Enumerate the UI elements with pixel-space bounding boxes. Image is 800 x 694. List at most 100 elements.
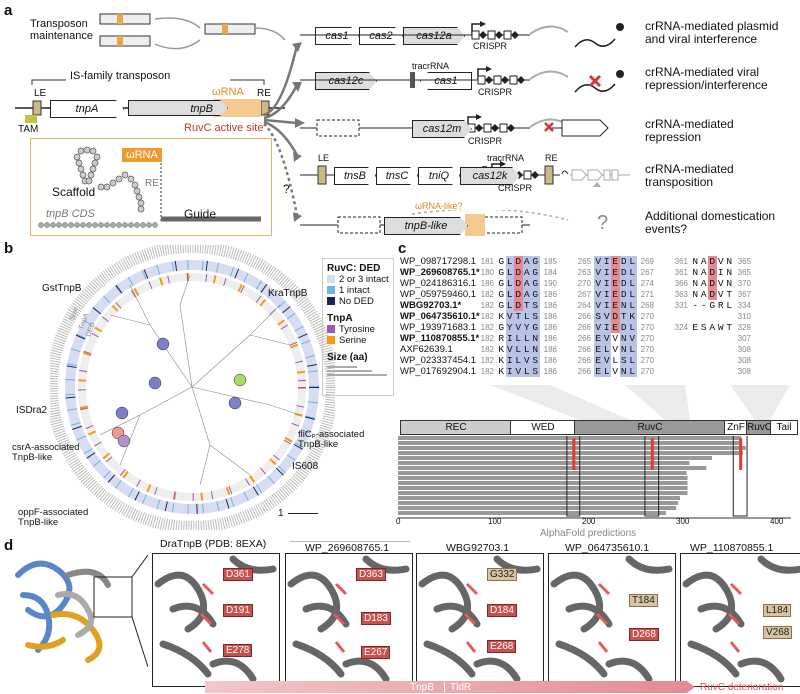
- label-isdra2: ISDra2: [16, 405, 48, 416]
- residue: I: [602, 289, 611, 300]
- gene-tniQ: tniQ: [418, 167, 460, 185]
- alignment-position: 270: [640, 334, 654, 343]
- residue: N: [692, 267, 699, 278]
- residue: L: [726, 300, 733, 311]
- alignment-position: 270: [640, 323, 654, 332]
- alignment-position: 365: [737, 268, 751, 277]
- residue: N: [619, 366, 628, 377]
- alignment-position: 186: [543, 367, 557, 376]
- alphafold-bar: [398, 456, 712, 460]
- residue: K: [628, 311, 637, 322]
- residue: L: [612, 355, 619, 366]
- le-label: LE: [34, 88, 47, 99]
- residue: N: [531, 344, 540, 355]
- legend-size-bar2: [327, 370, 372, 372]
- alignment-row-id: WP_059759460.1: [400, 289, 477, 300]
- residue-label: L184: [763, 604, 792, 617]
- row1-locus: [300, 21, 569, 40]
- branch-arrows: [263, 42, 305, 222]
- residue: D: [611, 311, 620, 322]
- alignment-position: 186: [543, 345, 557, 354]
- residue: T: [726, 289, 733, 300]
- residue: E: [692, 322, 699, 333]
- tick-300: 300: [676, 517, 690, 526]
- residue: G: [531, 267, 540, 278]
- residue: V: [514, 322, 523, 333]
- outcome-row2: crRNA-mediated viral repression/interfer…: [645, 65, 768, 93]
- legend-swatch-serine: [327, 336, 335, 345]
- residue: E: [611, 267, 620, 278]
- legend-swatch-none: [327, 297, 335, 306]
- maintenance-diagram: [99, 13, 286, 50]
- tick-400: 400: [770, 517, 784, 526]
- alphafold-xlabel: AlphaFold predictions: [540, 528, 637, 539]
- residue: V: [594, 267, 603, 278]
- domain-ruvc: RuvC: [574, 420, 726, 435]
- gene-cas1-row2: cas1: [420, 72, 472, 90]
- alignment-position: 268: [640, 301, 654, 310]
- alignment-position: 270: [640, 345, 654, 354]
- residue: N: [692, 256, 699, 267]
- alignment-position: 190: [543, 279, 557, 288]
- is-family-bracket: [31, 79, 265, 85]
- domain-ruvc2: RuvC: [746, 420, 773, 435]
- alignment-position: 308: [737, 356, 751, 365]
- alignment-position: 264: [577, 301, 591, 310]
- arrow-label-tnpb: TnpB: [410, 682, 434, 693]
- legend-ruvc-one: 1 intact: [339, 285, 370, 296]
- residue: E: [611, 322, 620, 333]
- alignment-position: 180: [480, 268, 494, 277]
- residue-label: D184: [487, 604, 517, 617]
- residue: V: [505, 344, 514, 355]
- gene-cas12k: cas12k: [460, 167, 520, 185]
- alignment-position: 307: [737, 334, 751, 343]
- alignment-position: 182: [480, 290, 494, 299]
- residue: R: [498, 333, 505, 344]
- alignment-position: 186: [543, 301, 557, 310]
- gene-cas12c: cas12c: [315, 72, 377, 90]
- residue: N: [619, 344, 628, 355]
- alignment-position: 266: [577, 334, 591, 343]
- residue: L: [505, 267, 514, 278]
- residue: T: [726, 322, 733, 333]
- inset-omega-rna: ωRNA: [122, 148, 162, 163]
- alignment-position: 361: [674, 257, 688, 266]
- residue: A: [522, 256, 531, 267]
- alignment-position: 181: [480, 257, 494, 266]
- alignment-row-id: WP_017692904.1: [400, 366, 477, 377]
- tracr-row2: tracrRNA: [412, 61, 450, 71]
- domain-tail: Tail: [770, 420, 798, 435]
- tnpb-cds-label: tnpB CDS: [46, 208, 95, 220]
- residue: A: [700, 278, 707, 289]
- residue: N: [692, 278, 699, 289]
- alignment-position: 361: [674, 268, 688, 277]
- legend-tnpa-title: TnpA: [327, 313, 353, 324]
- alignment-position: 184: [543, 268, 557, 277]
- alignment-position: 267: [640, 268, 654, 277]
- residue: G: [498, 300, 505, 311]
- row2-locus: [300, 66, 569, 88]
- branch-question: ?: [283, 182, 290, 196]
- residue: V: [522, 355, 531, 366]
- tick-100: 100: [488, 517, 502, 526]
- alphafold-bar: [398, 486, 688, 490]
- alignment-row-id: WBG92703.1*: [400, 300, 462, 311]
- panel-d-letter: d: [4, 537, 14, 554]
- residue: L: [522, 344, 531, 355]
- residue: S: [531, 355, 540, 366]
- alignment-position: 263: [577, 268, 591, 277]
- residue: V: [717, 289, 724, 300]
- omega-like-row5: ωRNA-like?: [415, 201, 463, 211]
- residue: D: [619, 256, 628, 267]
- scale-bar-label: 1: [278, 508, 284, 519]
- alignment-position: 182: [480, 312, 494, 321]
- alignment-position: 266: [577, 356, 591, 365]
